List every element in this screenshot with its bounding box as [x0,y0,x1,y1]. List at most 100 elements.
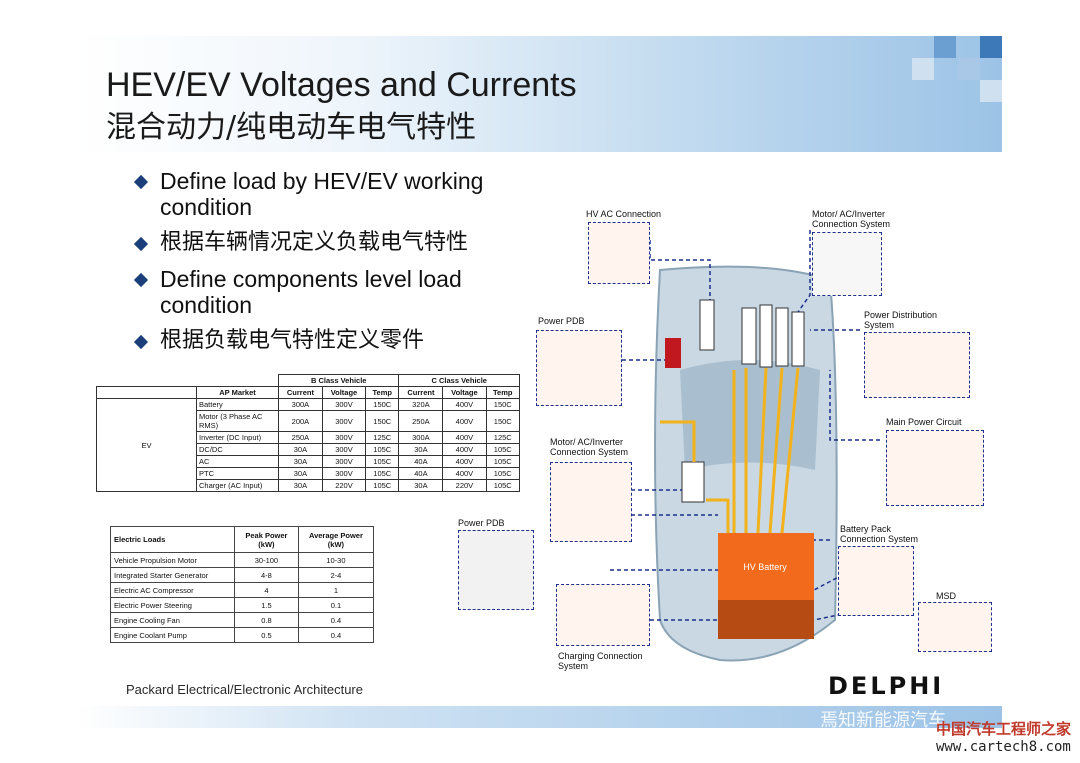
watermark-wechat: 焉知新能源汽车 [820,710,946,731]
table-row: B Class Vehicle C Class Vehicle [96,374,520,387]
table-cell: 220V [321,479,367,492]
table-cell: Integrated Starter Generator [110,567,235,583]
table-header: Voltage [442,386,487,399]
table-header: Voltage [321,386,367,399]
table-cell: 300V [321,443,367,456]
load-condition-table: B Class Vehicle C Class Vehicle AP Marke… [96,374,520,492]
table-cell: Electric Power Steering [110,597,235,613]
table-cell: 105C [365,467,400,480]
delphi-logo: DELPHI [828,672,945,700]
power-table: Electric Loads Peak Power (kW) Average P… [110,526,375,643]
battery-pack-box [838,546,914,616]
table-header: Temp [485,386,520,399]
table-header: AP Market [196,386,279,399]
label-power-pdb-bottom: Power PDB [458,518,505,528]
table-cell: 30A [278,443,323,456]
table-cell: 105C [365,479,400,492]
table-cell: 150C [485,410,520,432]
table-cell: 400V [442,443,487,456]
motor-connection-left-box [550,462,632,542]
table-cell: 400V [442,410,487,432]
table-corner [96,386,197,399]
table-cell: 200A [278,410,323,432]
table-cell: 30A [398,443,444,456]
table-cell: AC [196,455,279,468]
table-header: Current [278,386,323,399]
bullet-diamond-icon [133,236,149,252]
power-pdb-bottom-box [458,530,534,610]
bullet-diamond-icon [133,272,149,288]
label-motor-connection-top: Motor/ AC/Inverter Connection System [812,209,891,229]
table-group-header: C Class Vehicle [398,374,520,387]
table-cell: 125C [485,431,520,444]
bullet-text: 根据车辆情况定义负载电气特性 [160,230,469,255]
decor-square [980,36,1002,58]
table-cell: 40A [398,467,444,480]
bullet-diamond-icon [133,174,149,190]
decor-square [958,58,980,80]
hv-ac-connection-box [588,222,650,284]
main-power-circuit-box [886,430,984,506]
charger-box-icon [681,461,705,503]
table-header: Average Power (kW) [297,526,375,553]
page-subtitle: 混合动力/纯电动车电气特性 [106,110,477,145]
table-cell: 30A [278,455,323,468]
table-cell: 400V [442,467,487,480]
table-group-header: B Class Vehicle [277,374,400,387]
table-row: Electric Loads Peak Power (kW) Average P… [110,526,375,553]
bullet-list: Define load by HEV/EV working condition … [132,168,552,364]
list-item: Define load by HEV/EV working condition [132,168,552,220]
table-cell: 2-4 [297,567,375,583]
table-cell: 30A [278,467,323,480]
table-cell: 30A [398,479,444,492]
table-cell: 400V [442,455,487,468]
bullet-text: Define load by HEV/EV working condition [160,168,484,220]
inverter-box-icon [741,307,757,365]
table-cell: 30-100 [234,552,299,568]
table-cell: 4-8 [234,567,299,583]
label-power-pdb-top: Power PDB [538,316,585,326]
table-cell: 10-30 [297,552,375,568]
msd-box [918,602,992,652]
bullet-text: 根据负载电气特性定义零件 [160,328,425,353]
decor-square [980,80,1002,102]
label-msd: MSD [936,591,956,601]
car-windshield-icon [680,360,820,470]
table-cell: 0.4 [297,612,375,628]
table-cell: 150C [485,398,520,411]
watermark-url: www.cartech8.com [936,739,1071,755]
table-cell: 1.5 [234,597,299,613]
label-charging-connection: Charging Connection System [558,651,643,671]
table-cell: PTC [196,467,279,480]
table-cell: Engine Cooling Fan [110,612,235,628]
table-cell: 300V [321,410,367,432]
footer-text: Packard Electrical/Electronic Architectu… [126,682,363,697]
table-cell: 105C [485,455,520,468]
bullet-text: Define components level load condition [160,266,462,318]
label-power-distribution: Power Distribution System [864,310,938,330]
table-cell: 300V [321,467,367,480]
charging-connection-box [556,584,650,646]
table-cell: Vehicle Propulsion Motor [110,552,235,568]
table-header: Electric Loads [110,526,235,553]
table-header: Temp [365,386,400,399]
label-motor-connection-left: Motor/ AC/Inverter Connection System [550,437,629,457]
vehicle-wiring-diagram: HV AC Connection Motor/ AC/Inverter Conn… [458,200,1010,680]
table-cell: Engine Coolant Pump [110,627,235,643]
table-cell: 150C [365,410,400,432]
table-cell: 0.5 [234,627,299,643]
label-hv-ac-connection: HV AC Connection [586,209,662,219]
table-header: Current [398,386,444,399]
motor-connection-top-box [812,232,882,296]
decor-square [934,36,956,58]
table-cell: 150C [365,398,400,411]
table-cell: 1 [297,582,375,598]
decor-square [912,58,934,80]
